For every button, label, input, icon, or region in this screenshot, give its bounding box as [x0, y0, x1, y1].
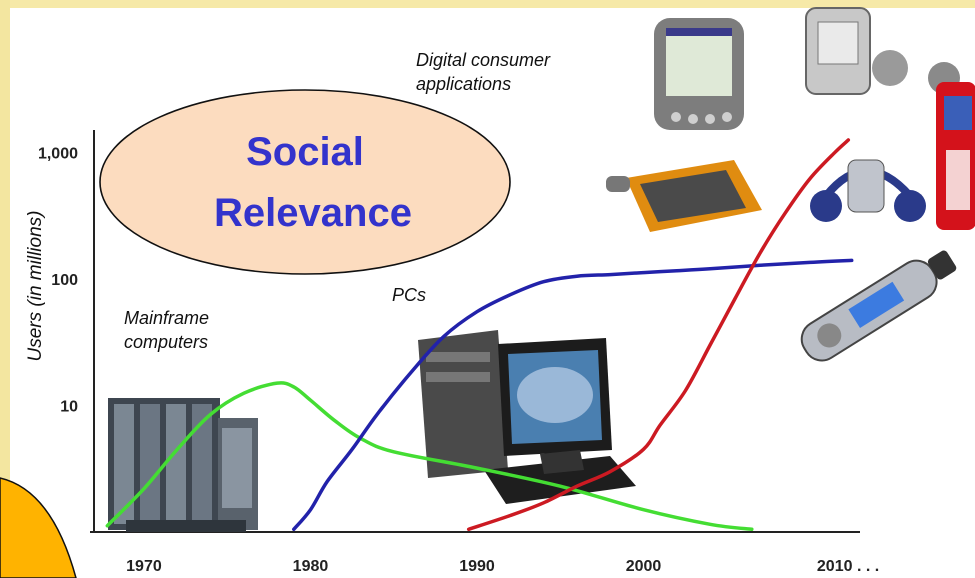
series-line-pcs: [292, 258, 854, 532]
headphones-image: [810, 159, 926, 222]
series-layer: [105, 138, 854, 532]
y-tick-label: 10: [60, 398, 78, 415]
desktop-pc-image: [418, 330, 636, 504]
bubble-shape: [99, 89, 511, 275]
x-tick-label: 1970: [126, 558, 162, 575]
annotation-digital-consumer: Digital consumer applications: [416, 50, 551, 94]
tablet-image: [606, 160, 762, 232]
x-tick-label: 1980: [293, 558, 329, 575]
tick-labels: 1970 1980 1990 2000 2010 . . . 1,000 100 10: [38, 145, 879, 575]
y-tick-label: 100: [51, 272, 78, 289]
x-tick-label: 2000: [626, 558, 662, 575]
series-line-digital-consumer: [466, 138, 851, 532]
annotation-pcs: PCs: [392, 285, 427, 305]
slide-top-band: [0, 0, 975, 8]
y-tick-label: 1,000: [38, 145, 78, 162]
mp3-player-image: [800, 250, 957, 362]
corner-disc: [0, 477, 77, 578]
annotation-mainframes: Mainframe computers: [124, 308, 210, 352]
mainframe-server-image: [108, 398, 258, 532]
x-tick-label: 2010 . . .: [817, 558, 879, 575]
bubble-line-1: Social: [246, 130, 364, 174]
x-tick-label: 1990: [459, 558, 495, 575]
slide-left-band: [0, 0, 10, 578]
mobile-phone-image: [936, 82, 975, 230]
bubble-line-2: Relevance: [214, 191, 412, 235]
y-axis-label: Users (in millions): [25, 210, 46, 362]
pda-headset-image: [805, 7, 960, 95]
series-line-mainframes: [105, 381, 754, 532]
pda-image: [654, 18, 744, 130]
social-relevance-bubble: Social Relevance: [99, 89, 511, 275]
